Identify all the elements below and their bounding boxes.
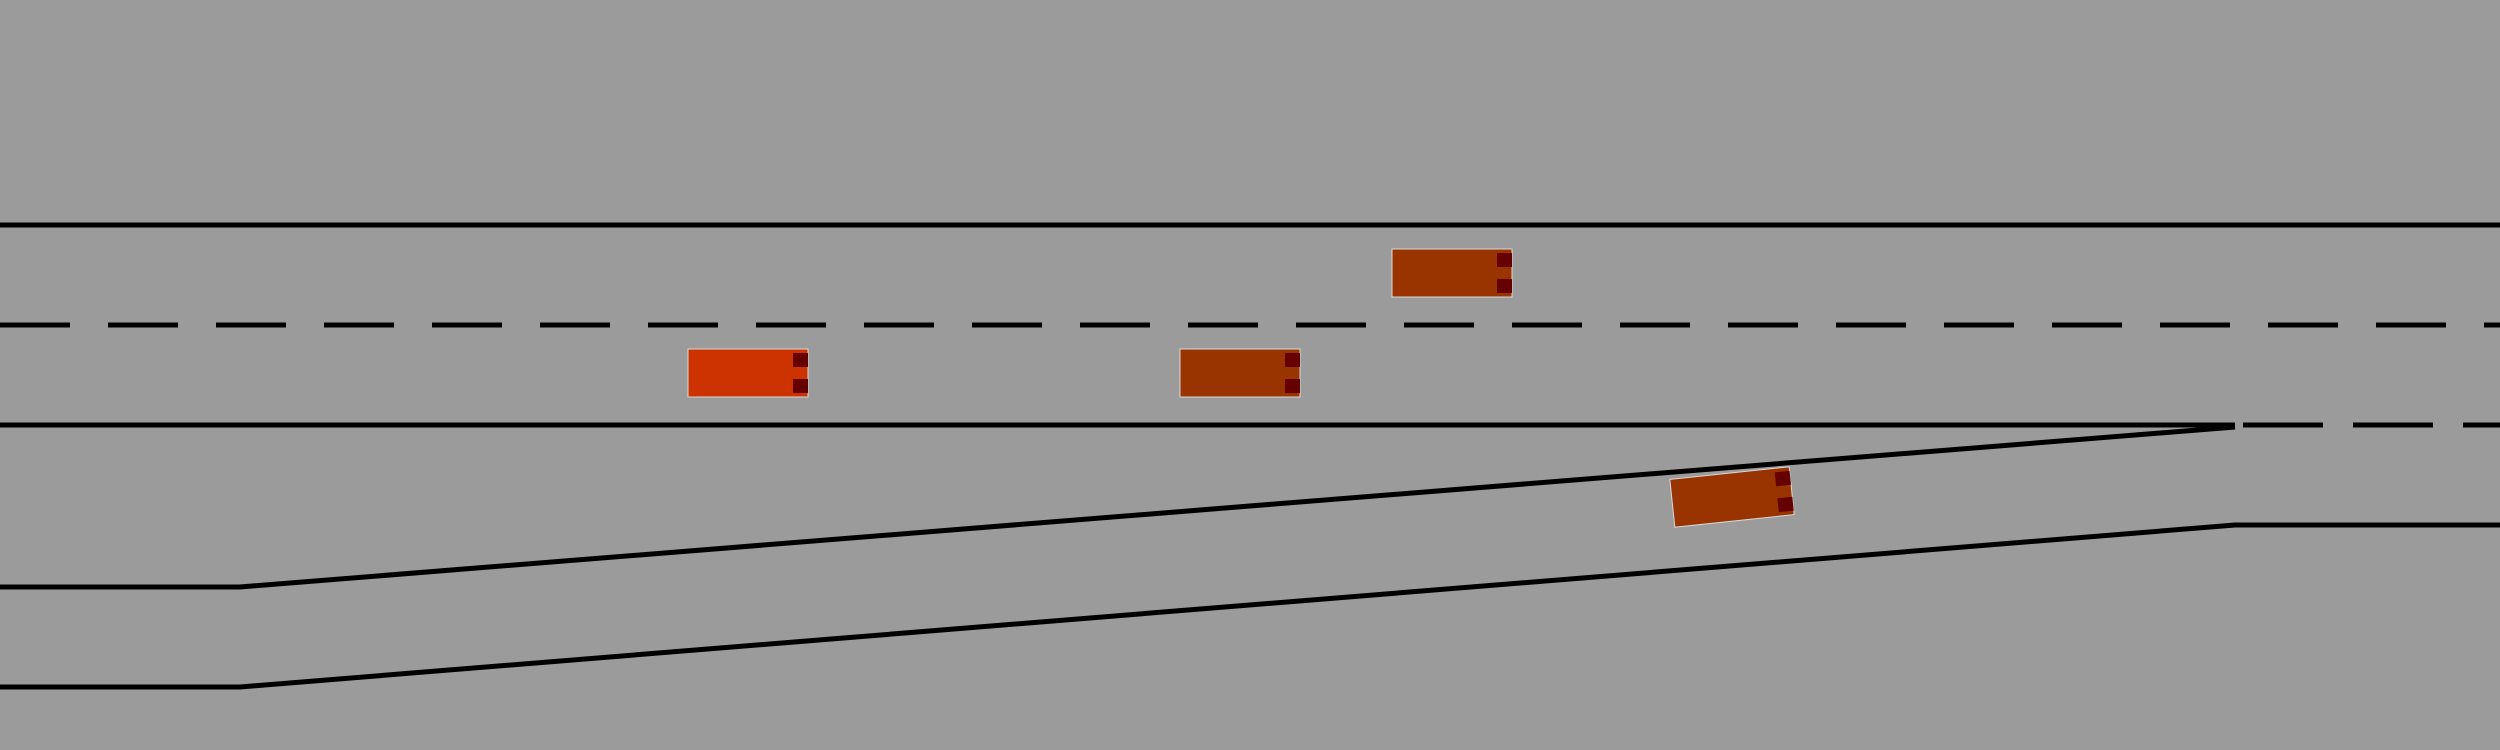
vehicle-other-2 [1179,348,1301,398]
vehicle-headlight-icon [1777,496,1794,513]
vehicle-headlight-icon [793,379,808,393]
vehicle-ego [687,348,809,398]
vehicle-body [1391,248,1513,298]
vehicle-headlight-icon [1285,353,1300,367]
vehicle-other-3 [1669,466,1795,528]
vehicle-headlight-icon [793,353,808,367]
vehicle-other-1 [1391,248,1513,298]
vehicle-headlight-icon [1497,279,1512,293]
vehicle-body [1179,348,1301,398]
vehicle-headlight-icon [1285,379,1300,393]
vehicle-body [687,348,809,398]
ramp-edge-lower [0,522,2500,690]
vehicle-headlight-icon [1774,470,1792,487]
vehicle-body [1669,466,1795,528]
ramp-edge-upper [0,424,2236,590]
vehicle-headlight-icon [1497,253,1512,267]
